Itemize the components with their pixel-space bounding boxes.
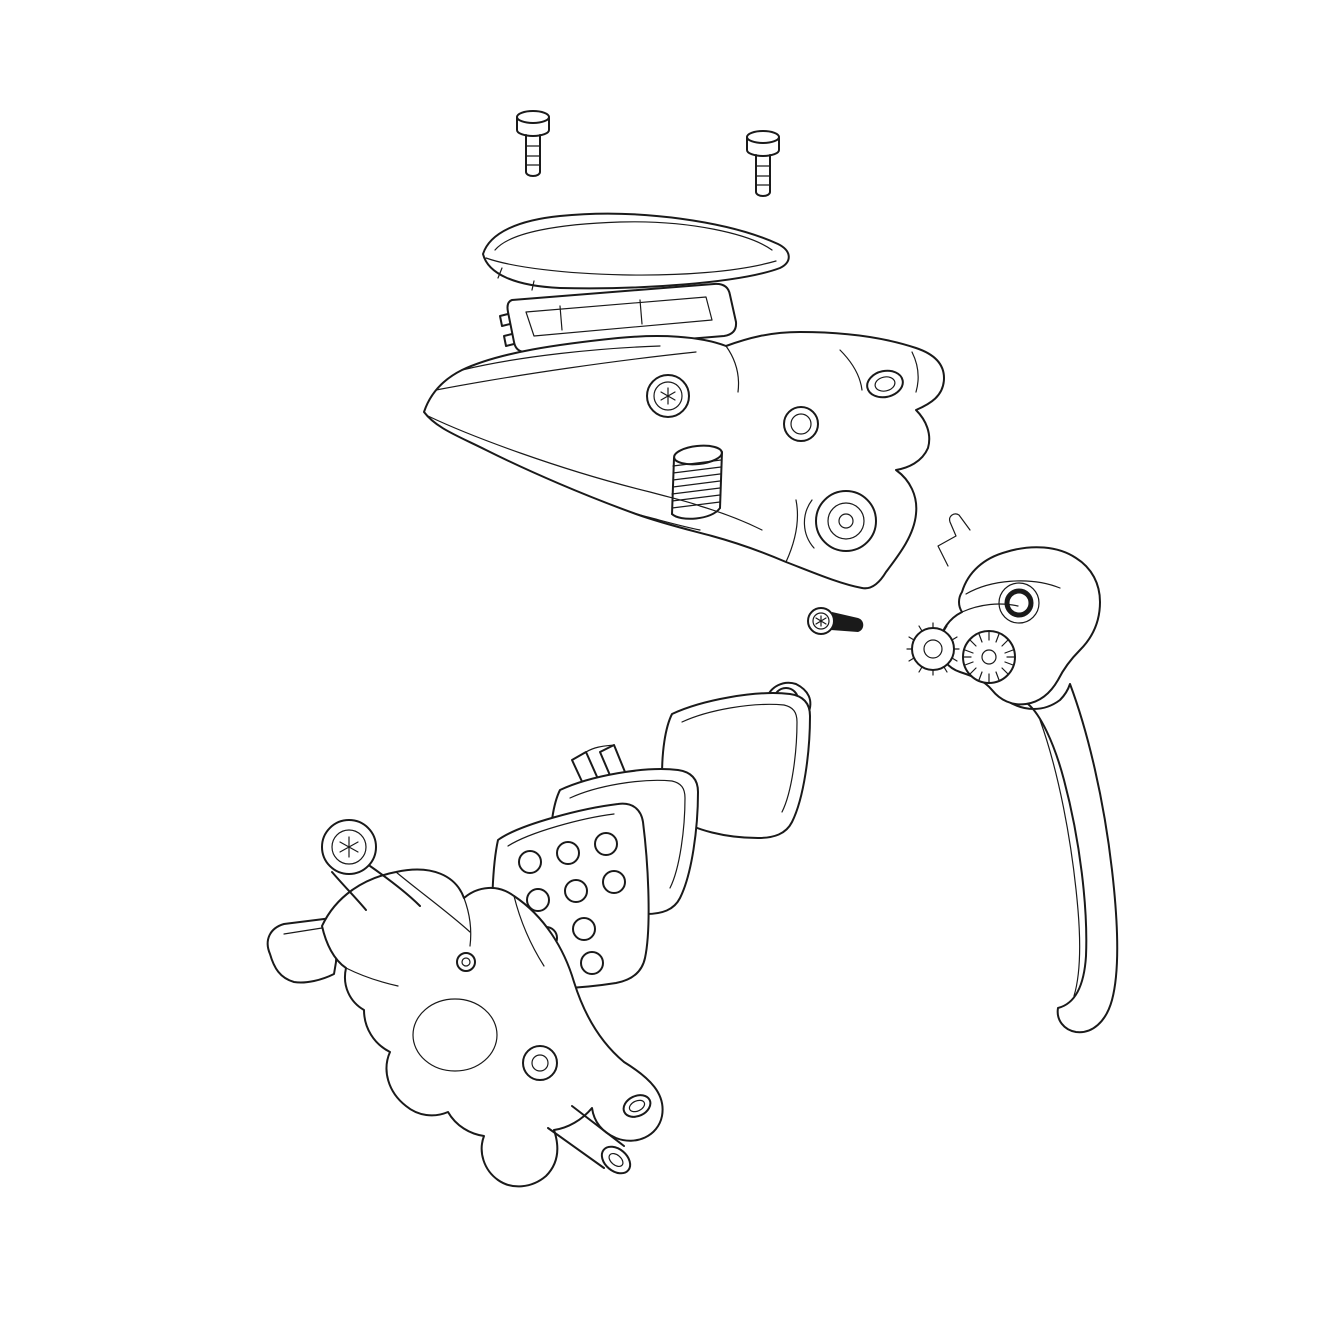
caliper-mount-slot <box>622 1094 652 1118</box>
reach-adjust-knob <box>906 622 960 676</box>
contact-adjust-barrel <box>671 444 723 520</box>
screw-right <box>746 130 780 197</box>
diagram-root: Reservoir cover screws (2) Reservoir cov… <box>266 110 1119 1188</box>
reservoir-cover-screws: Reservoir cover screws (2) <box>516 110 780 197</box>
banjo-bolt <box>321 819 421 911</box>
lever-pivot-boss <box>803 490 877 552</box>
screw-left <box>516 110 550 177</box>
reservoir-cover: Reservoir cover <box>482 212 790 291</box>
contact-dial <box>962 630 1016 684</box>
piston-port <box>783 406 819 442</box>
retaining-clip: Retaining clip <box>937 513 971 567</box>
handlebar-clamp-hole <box>866 369 904 399</box>
pivot-screw: Lever pivot screw <box>807 607 864 635</box>
lever-blade: Lever blade with reach adjust <box>906 546 1119 1034</box>
reservoir-seal: Reservoir bladder seal <box>499 282 738 354</box>
caliper-body: Brake caliper body <box>266 819 664 1188</box>
body-torx-screw <box>646 374 690 418</box>
master-cylinder-body: Master cylinder lever body <box>423 331 945 590</box>
hose-port <box>547 1105 632 1175</box>
